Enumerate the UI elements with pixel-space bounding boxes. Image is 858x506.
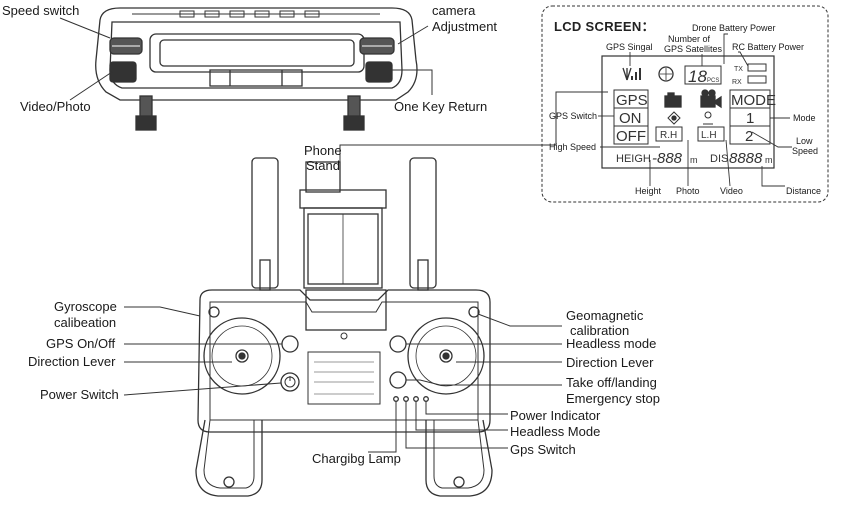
rc-battery-label: RC Battery Power bbox=[732, 42, 805, 52]
right-direction-lever bbox=[407, 317, 485, 395]
gps-switch-led bbox=[403, 396, 409, 402]
direction-lever-right-label: Direction Lever bbox=[566, 355, 654, 370]
controller-top-view bbox=[95, 7, 418, 131]
gps-onoff-button bbox=[281, 335, 299, 353]
video-label: Video bbox=[720, 186, 743, 196]
right-antenna bbox=[409, 157, 437, 289]
top-view-feet bbox=[135, 95, 365, 131]
lcd-leaders bbox=[598, 33, 792, 187]
power-switch-label: Power Switch bbox=[40, 387, 119, 402]
lcd-heigh-digits: -888 bbox=[652, 150, 683, 167]
headless-mode-label: Headless mode bbox=[566, 336, 657, 351]
lcd-dis-digits: 8888 bbox=[729, 150, 763, 167]
gyroscope-label-1: Gyroscope bbox=[54, 299, 117, 314]
geomagnetic-label-1: Geomagnetic bbox=[566, 308, 644, 323]
low-speed-label-1: Low bbox=[796, 136, 813, 146]
gyroscope-label-2: calibeation bbox=[54, 315, 117, 330]
video-camera-icon bbox=[700, 89, 722, 109]
photo-label: Photo bbox=[676, 186, 700, 196]
lcd-off: OFF bbox=[616, 128, 646, 145]
power-indicator-label: Power Indicator bbox=[510, 408, 601, 423]
camera-adjustment-label-1: camera bbox=[432, 3, 476, 18]
lcd-mode-1: 1 bbox=[746, 110, 754, 127]
headless-mode-led bbox=[413, 396, 419, 402]
photo-camera-icon bbox=[664, 92, 682, 108]
lcd-rx: RX bbox=[732, 79, 742, 86]
lcd-rh: R.H bbox=[660, 130, 677, 141]
lcd-dis: DIS bbox=[710, 153, 728, 165]
lcd-mode: MODE bbox=[731, 92, 776, 109]
phone-stand-label-1: Phone bbox=[304, 143, 342, 158]
gps-signal-label: GPS Singal bbox=[606, 42, 653, 52]
top-view-leaders bbox=[59, 17, 433, 101]
controller-front-view bbox=[195, 157, 493, 497]
charging-lamp-label: Chargibg Lamp bbox=[312, 451, 401, 466]
drone-icon bbox=[658, 66, 674, 82]
speed-switch-label: Speed switch bbox=[2, 3, 80, 18]
drone-battery-label: Drone Battery Power bbox=[692, 23, 776, 33]
video-photo-label: Video/Photo bbox=[20, 99, 91, 114]
charging-lamp-led bbox=[393, 396, 399, 402]
camera-adjustment-label-2: Adjustment bbox=[432, 19, 498, 34]
left-handle bbox=[195, 419, 263, 497]
low-speed-label-2: Speed bbox=[792, 146, 819, 156]
one-key-return-label: One Key Return bbox=[394, 99, 488, 114]
height-label: Height bbox=[635, 186, 662, 196]
high-speed-label: High Speed bbox=[549, 142, 597, 152]
power-indicator-led bbox=[423, 396, 429, 402]
lcd-screen-title: LCD SCREEN： bbox=[554, 19, 655, 34]
gps-signal-icon bbox=[622, 67, 641, 81]
mode-label: Mode bbox=[793, 113, 816, 123]
takeoff-landing-button bbox=[389, 371, 407, 389]
lcd-heigh: HEIGH bbox=[616, 153, 651, 165]
controller-body bbox=[197, 289, 491, 433]
lcd-gps: GPS bbox=[616, 92, 648, 109]
gps-onoff-label: GPS On/Off bbox=[46, 336, 116, 351]
lcd-on: ON bbox=[619, 110, 642, 127]
gps-switch-label: GPS Switch bbox=[549, 111, 598, 121]
direction-lever-left-label: Direction Lever bbox=[28, 354, 116, 369]
lcd-panel-border bbox=[541, 5, 829, 203]
mini-lcd-contents bbox=[314, 361, 374, 395]
left-direction-lever bbox=[203, 317, 281, 395]
distance-label: Distance bbox=[786, 186, 822, 196]
lcd-tx: TX bbox=[734, 66, 743, 73]
lcd-mode-2: 2 bbox=[745, 128, 753, 145]
headless-mode-led-label: Headless Mode bbox=[510, 424, 601, 439]
lcd-sat-digits: 18 bbox=[688, 67, 707, 86]
lcd-screen-mock bbox=[601, 55, 775, 169]
lcd-lh: L.H bbox=[701, 130, 717, 141]
num-sats-label-1: Number of bbox=[668, 34, 711, 44]
headless-mode-button bbox=[389, 335, 407, 353]
controller-lcd bbox=[307, 351, 381, 405]
lcd-m1: m bbox=[690, 155, 698, 165]
left-antenna bbox=[251, 157, 279, 289]
phone-stand-label-2: Stand bbox=[306, 158, 340, 173]
phone-stand bbox=[299, 161, 387, 331]
controller-leaders bbox=[123, 91, 608, 453]
right-handle bbox=[425, 419, 493, 497]
geomagnetic-label-2: calibration bbox=[570, 323, 630, 338]
camera-adjust-dial bbox=[359, 37, 395, 55]
takeoff-landing-label-2: Emergency stop bbox=[566, 391, 660, 406]
gps-switch-led-label: Gps Switch bbox=[510, 442, 576, 457]
power-switch-button bbox=[280, 372, 300, 392]
speed-switch-dial bbox=[109, 37, 143, 55]
lcd-pcs: PCS bbox=[707, 78, 719, 84]
lcd-m2: m bbox=[765, 155, 773, 165]
num-sats-label-2: GPS Satellites bbox=[664, 44, 723, 54]
takeoff-landing-label-1: Take off/landing bbox=[566, 375, 657, 390]
